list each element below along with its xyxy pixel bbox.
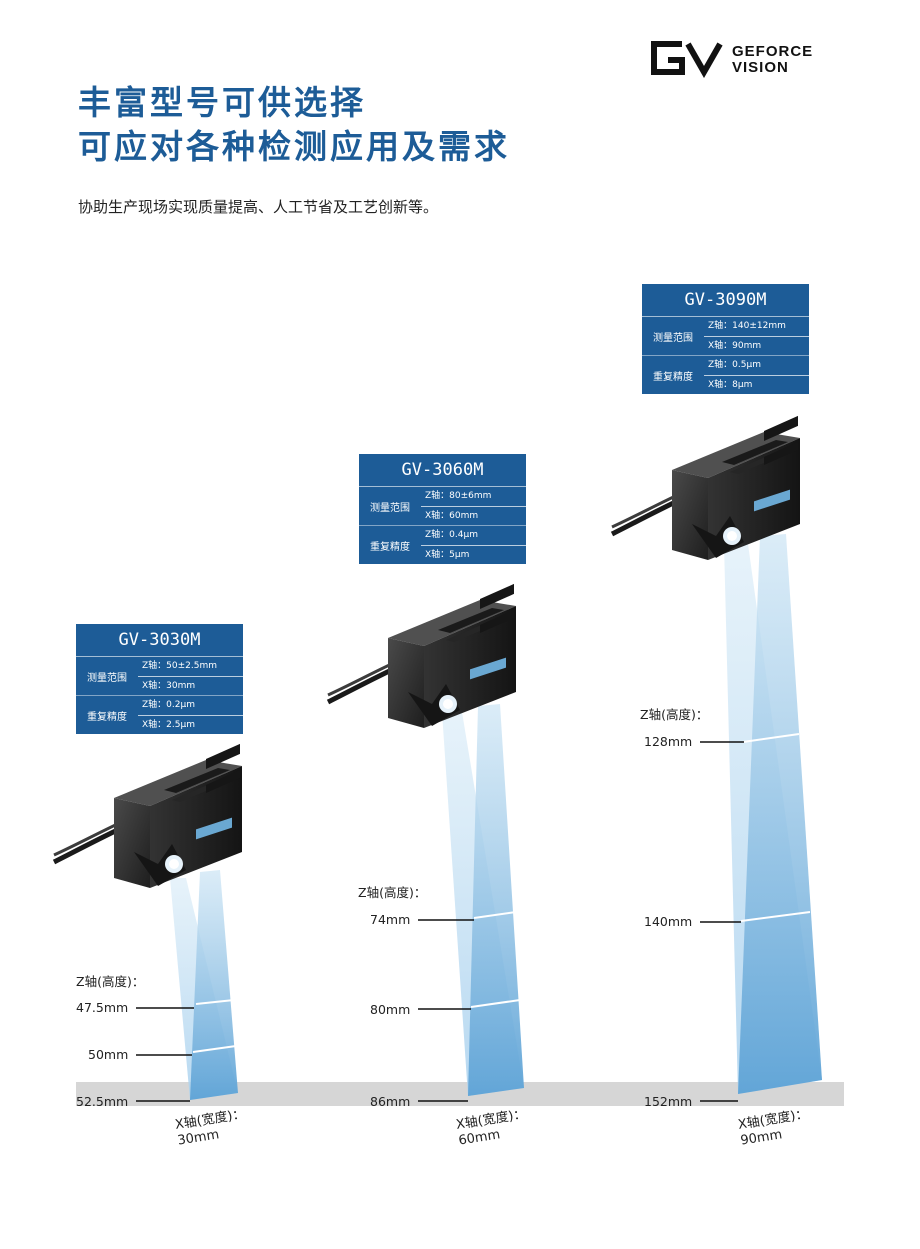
x-range: X轴：30mm: [138, 675, 243, 696]
receiver-beam: [190, 870, 238, 1100]
range-label: 测量范围: [370, 502, 410, 514]
z-mark-far: 52.5mm: [76, 1094, 129, 1109]
z-mark-near: 47.5mm: [76, 1000, 129, 1015]
receiver-beam: [738, 534, 822, 1094]
x-range: X轴：60mm: [421, 505, 526, 526]
headline-line1: 丰富型号可供选择: [78, 83, 366, 122]
z-tick: [740, 911, 811, 922]
z-tick: [195, 999, 235, 1005]
range-label: 测量范围: [653, 332, 693, 344]
z-axis-label: Z轴(高度)：: [358, 885, 427, 900]
z-mark-far: 86mm: [370, 1094, 411, 1109]
z-axis-label: Z轴(高度)：: [76, 974, 145, 989]
z-mark-mid: 50mm: [88, 1047, 129, 1062]
z-precision: Z轴：0.2μm: [142, 700, 195, 710]
precision-label: 重复精度: [653, 371, 693, 383]
precision-label: 重复精度: [370, 541, 410, 553]
z-range: Z轴：50±2.5mm: [142, 661, 218, 671]
z-mark-mid: 140mm: [644, 914, 693, 929]
z-tick: [470, 999, 521, 1008]
range-label: 测量范围: [87, 672, 127, 684]
z-precision: Z轴：0.5μm: [708, 360, 761, 370]
z-mark-mid: 80mm: [370, 1002, 411, 1017]
precision-label: 重复精度: [87, 711, 127, 723]
x-range: X轴：90mm: [704, 335, 809, 356]
model-name: GV-3060M: [359, 454, 526, 487]
model-name: GV-3090M: [642, 284, 809, 317]
z-tick: [473, 911, 517, 919]
z-axis-label: Z轴(高度)：: [640, 707, 709, 722]
subtitle: 协助生产现场实现质量提高、人工节省及工艺创新等。: [78, 198, 439, 216]
x-precision: X轴：2.5μm: [138, 714, 243, 735]
z-range: Z轴：140±12mm: [708, 321, 786, 331]
receiver-beam: [468, 704, 524, 1096]
z-mark-near: 74mm: [370, 912, 411, 927]
sensor-gv-3030m: [54, 744, 242, 888]
z-tick: [742, 733, 800, 743]
z-mark-near: 128mm: [644, 734, 693, 749]
z-precision: Z轴：0.4μm: [425, 530, 478, 540]
headline-line2: 可应对各种检测应用及需求: [78, 127, 510, 166]
z-range: Z轴：80±6mm: [425, 491, 492, 501]
x-precision: X轴：5μm: [421, 544, 526, 565]
z-tick: [192, 1045, 237, 1053]
z-mark-far: 152mm: [644, 1094, 693, 1109]
geforce-vision-logo: GEFORCE VISION: [651, 41, 813, 78]
x-precision: X轴：8μm: [704, 374, 809, 395]
logo-line1: GEFORCE: [732, 43, 813, 60]
logo-line2: VISION: [732, 59, 789, 76]
model-name: GV-3030M: [76, 624, 243, 657]
